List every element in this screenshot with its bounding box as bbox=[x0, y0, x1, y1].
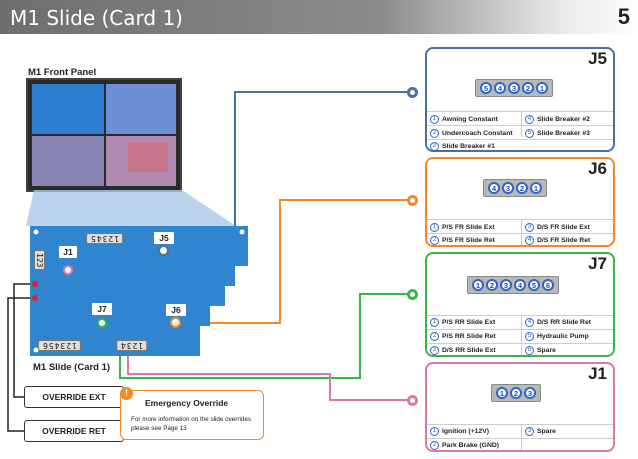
card-label: M1 Slide (Card 1) bbox=[33, 362, 111, 373]
info-icon: ! bbox=[120, 387, 133, 400]
connector-name: J1 bbox=[588, 364, 607, 383]
connector-name: J7 bbox=[588, 254, 607, 273]
jack-j7-marker[interactable] bbox=[97, 318, 107, 328]
legend-label: Slide Breaker #3 bbox=[537, 130, 590, 137]
legend-label: D/S RR Slide Ext bbox=[442, 347, 496, 354]
page-number: 5 bbox=[617, 4, 630, 29]
circuit-board bbox=[30, 226, 248, 356]
legend-label: Awning Constant bbox=[442, 116, 498, 123]
legend-label: Spare bbox=[537, 347, 556, 354]
pin-header: 5 4 3 2 1 bbox=[475, 79, 553, 97]
jack-label-j5: J5 bbox=[154, 232, 174, 244]
jack-label-j6: J6 bbox=[166, 304, 186, 316]
legend-label: D/S FR Slide Ret bbox=[537, 237, 591, 244]
pin: 4 bbox=[494, 82, 506, 94]
header-left: 123 bbox=[34, 250, 45, 271]
page-header: M1 Slide (Card 1) 5 bbox=[0, 0, 638, 34]
legend-label: Undercoach Constant bbox=[442, 130, 513, 137]
legend-label: D/S FR Slide Ext bbox=[537, 224, 590, 231]
connector-name: J6 bbox=[588, 159, 607, 178]
pin: 3 bbox=[508, 82, 520, 94]
page-title: M1 Slide (Card 1) bbox=[10, 6, 183, 30]
wire-node-j7 bbox=[407, 289, 418, 300]
pin: 1 bbox=[536, 82, 548, 94]
emergency-override-note: ! Emergency Override For more informatio… bbox=[120, 387, 264, 440]
legend-label: Hydraulic Pump bbox=[537, 333, 589, 340]
jack-j5-marker[interactable] bbox=[158, 245, 169, 256]
jack-j1-marker[interactable] bbox=[63, 265, 73, 275]
legend-label: Park Brake (GND) bbox=[442, 442, 500, 449]
override-point-ret bbox=[32, 295, 38, 301]
header-bottom-left: 123456 bbox=[38, 340, 81, 351]
wire-node-j6 bbox=[407, 195, 418, 206]
front-panel-label: M1 Front Panel bbox=[28, 67, 97, 78]
legend-label: P/S FR Slide Ret bbox=[442, 237, 495, 244]
legend-label: Spare bbox=[537, 428, 556, 435]
legend-label: Slide Breaker #1 bbox=[442, 143, 495, 150]
jack-label-j1: J1 bbox=[59, 246, 77, 258]
legend-label: P/S RR Slide Ext bbox=[442, 319, 496, 326]
legend-label: P/S FR Slide Ext bbox=[442, 224, 495, 231]
jack-label-j7: J7 bbox=[92, 303, 112, 315]
pin: 2 bbox=[522, 82, 534, 94]
override-point-ext bbox=[32, 281, 38, 287]
header-bottom-right: 1234 bbox=[116, 340, 148, 351]
legend-label: Slide Breaker #2 bbox=[537, 116, 590, 123]
pin-header: 1 2 3 4 5 6 bbox=[467, 276, 559, 294]
override-ext-button[interactable]: OVERRIDE EXT bbox=[24, 386, 124, 408]
jack-j6-marker[interactable] bbox=[170, 317, 181, 328]
front-panel-photo bbox=[26, 78, 182, 192]
pin: 5 bbox=[480, 82, 492, 94]
zoom-cone bbox=[26, 190, 236, 226]
legend-label: Ignition (+12V) bbox=[442, 428, 490, 435]
header-top: 12345 bbox=[86, 233, 124, 244]
connector-name: J5 bbox=[588, 49, 607, 68]
pin-header: 1 2 3 bbox=[491, 384, 541, 402]
wire-node-j5 bbox=[407, 87, 418, 98]
pin-header: 4 3 2 1 bbox=[483, 179, 547, 197]
legend-label: D/S RR Slide Ret bbox=[537, 319, 592, 326]
wire-node-j1 bbox=[407, 395, 418, 406]
override-ret-button[interactable]: OVERRIDE RET bbox=[24, 420, 124, 442]
legend-label: P/S RR Slide Ret bbox=[442, 333, 496, 340]
emergency-body: For more information on the slide overri… bbox=[131, 416, 252, 432]
emergency-title: Emergency Override bbox=[145, 398, 229, 408]
